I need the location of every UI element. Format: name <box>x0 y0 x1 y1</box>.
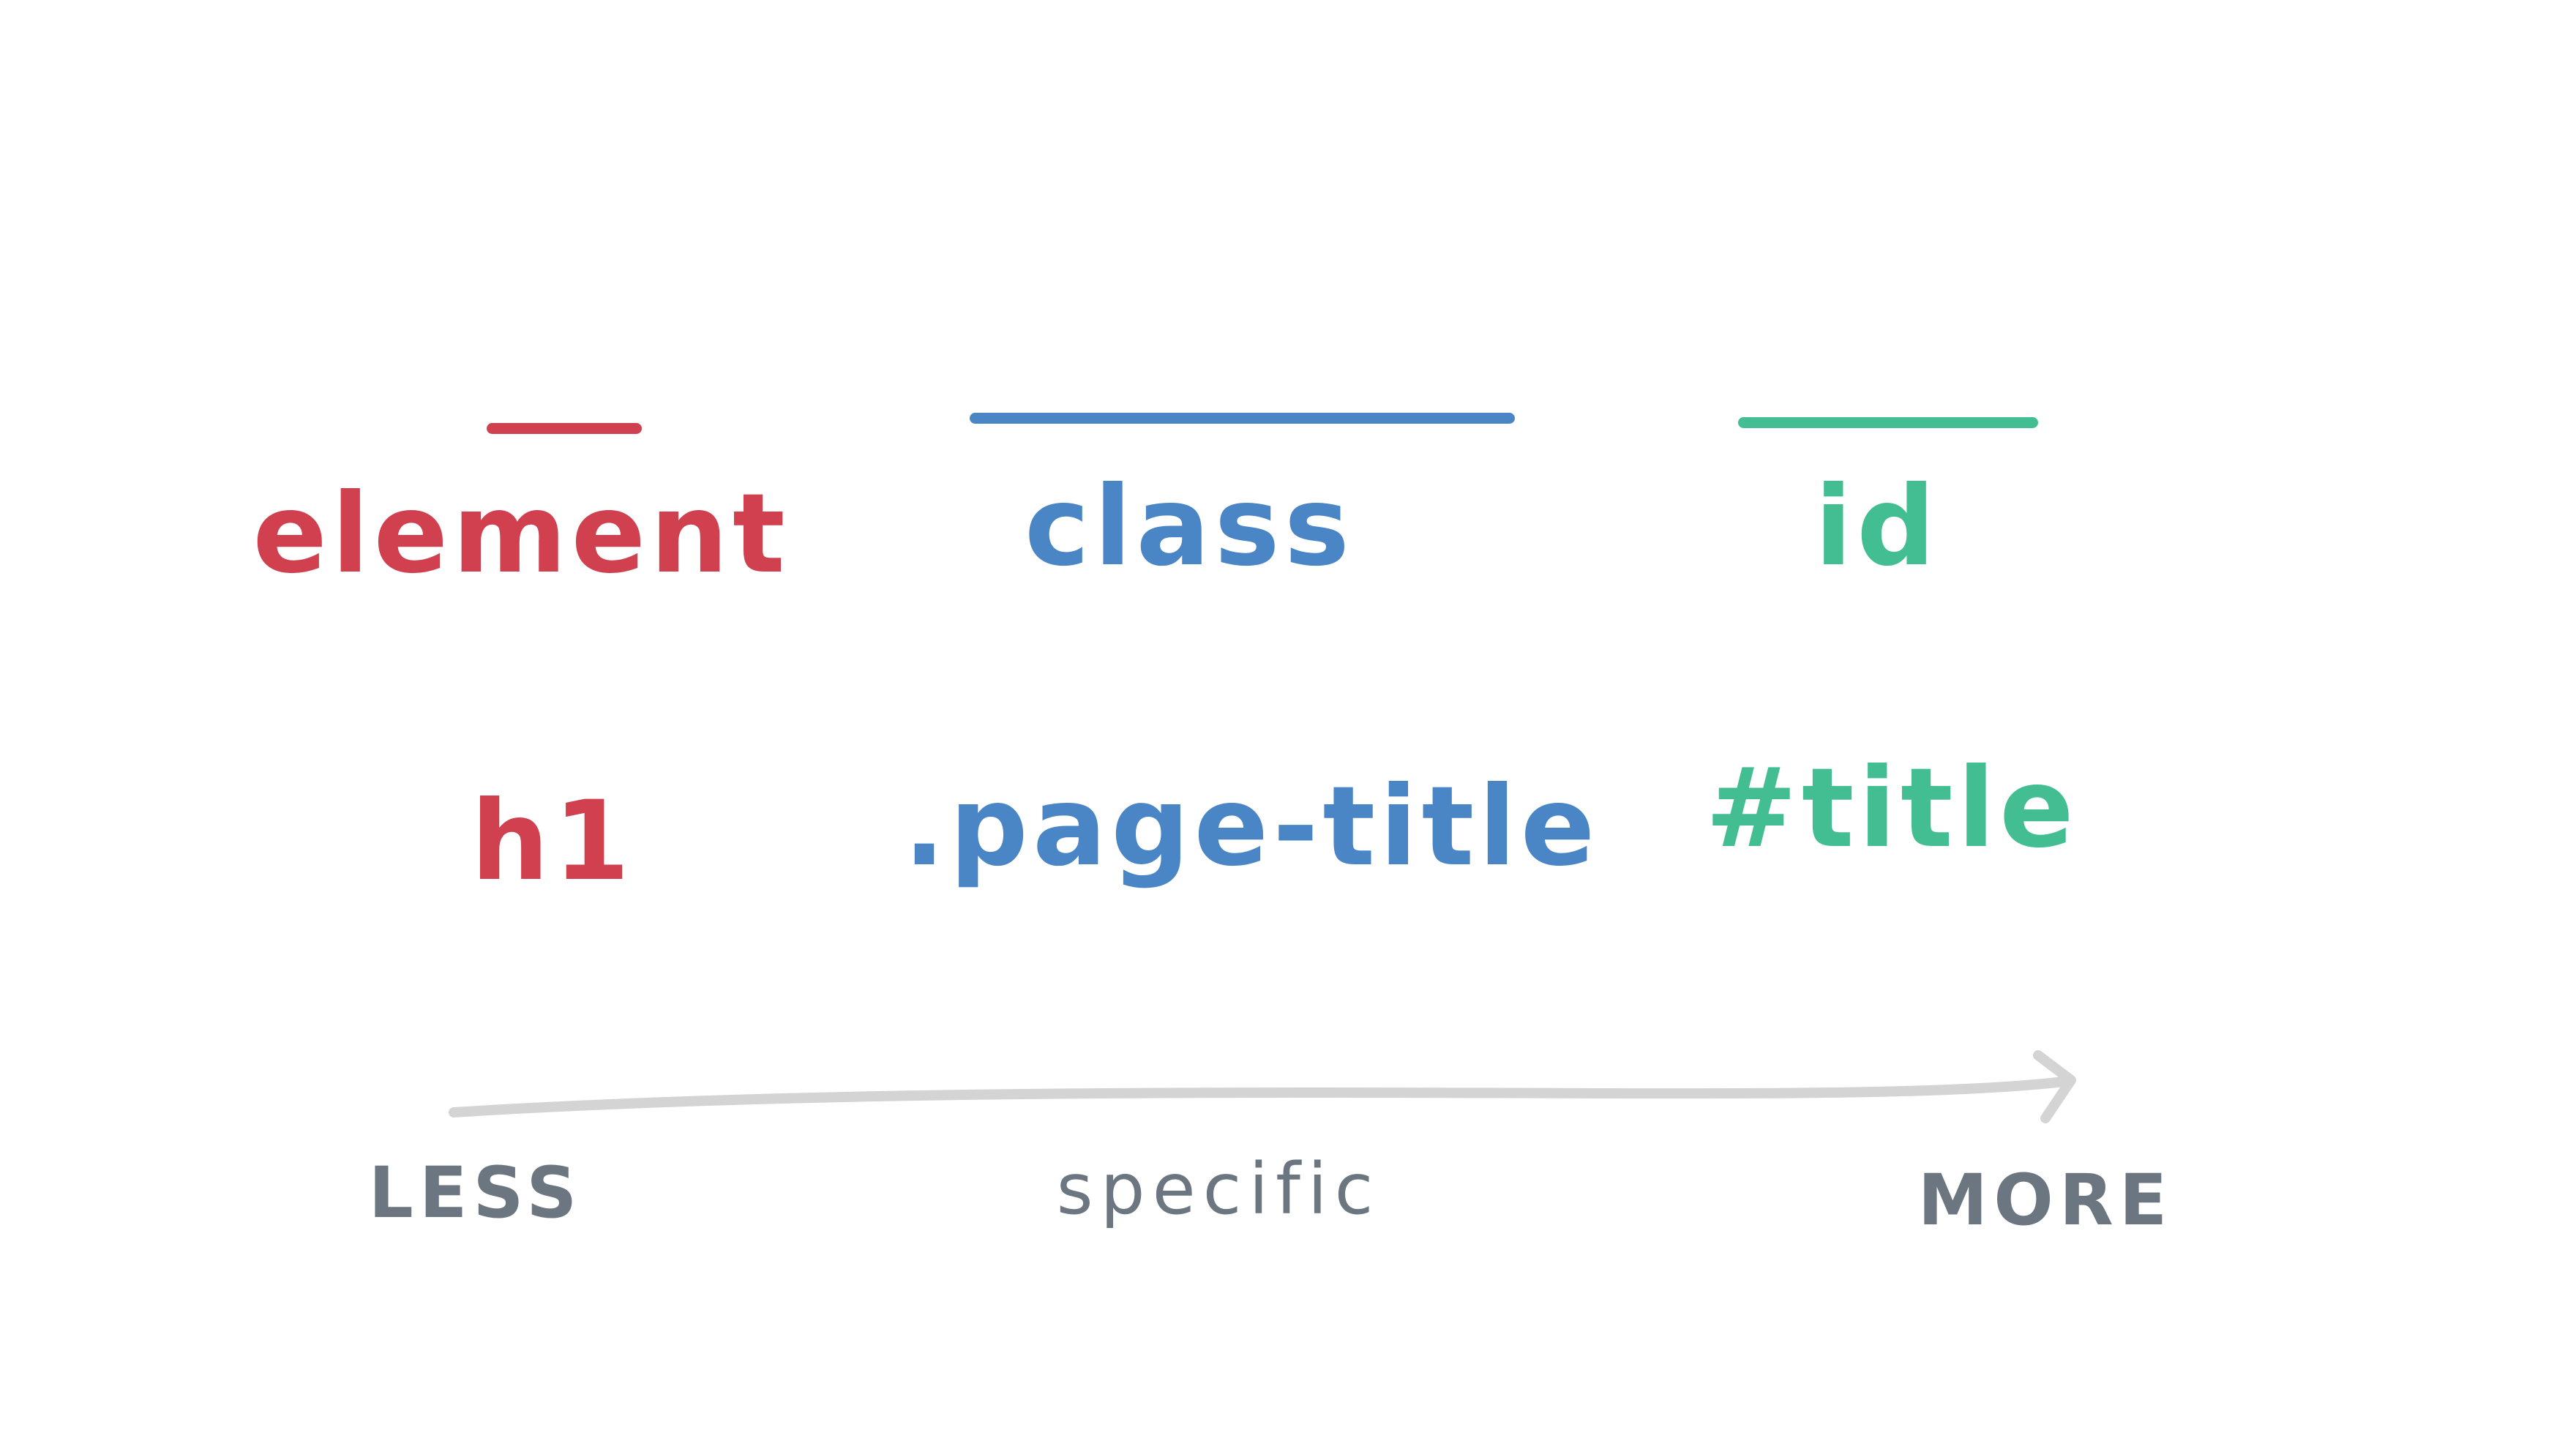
element-example: h1 <box>471 778 634 905</box>
class-example: .page-title <box>903 763 1600 891</box>
element-weight-bar <box>487 423 642 434</box>
class-weight-bar <box>970 413 1515 424</box>
id-label: id <box>1814 463 1940 591</box>
arrow-head <box>2033 1050 2076 1123</box>
scale-middle-label: specific <box>1056 1148 1381 1230</box>
arrow-shaft <box>449 1077 2069 1117</box>
scale-less-label: LESS <box>368 1152 583 1234</box>
element-label: element <box>252 471 790 598</box>
class-label: class <box>1024 463 1355 591</box>
id-example: #title <box>1705 745 2078 872</box>
scale-more-label: MORE <box>1917 1159 2174 1241</box>
id-weight-bar <box>1738 417 2038 428</box>
